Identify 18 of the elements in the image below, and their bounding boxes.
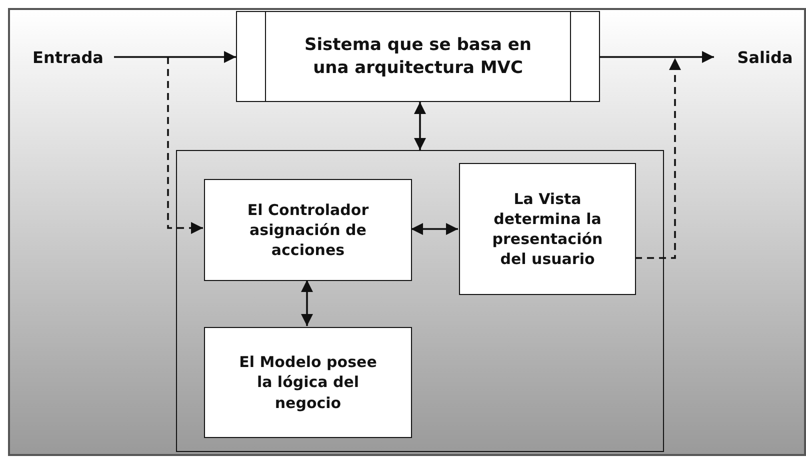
- box-text: Sistema que se basa en una arquitectura MVC: [303, 34, 533, 80]
- arrow: [600, 51, 714, 63]
- container-box: [176, 150, 664, 452]
- dashed-arrow: [167, 57, 203, 234]
- view-box: [459, 163, 636, 295]
- output-label: Salida: [732, 45, 798, 71]
- dashed-arrow: [635, 58, 681, 259]
- arrow: [114, 51, 236, 63]
- controller-box: [204, 179, 412, 281]
- box-text: El Modelo posee la lógica del negocio: [238, 352, 378, 413]
- box-text: El Controlador asignación de acciones: [246, 200, 370, 260]
- box-text: La Vista determina la presentación del usuario: [491, 188, 604, 270]
- arrow: [301, 280, 313, 326]
- model-box: [204, 327, 412, 438]
- arrow: [411, 223, 458, 235]
- system-box: [236, 11, 600, 102]
- input-label: Entrada: [26, 45, 110, 71]
- arrow: [414, 102, 426, 150]
